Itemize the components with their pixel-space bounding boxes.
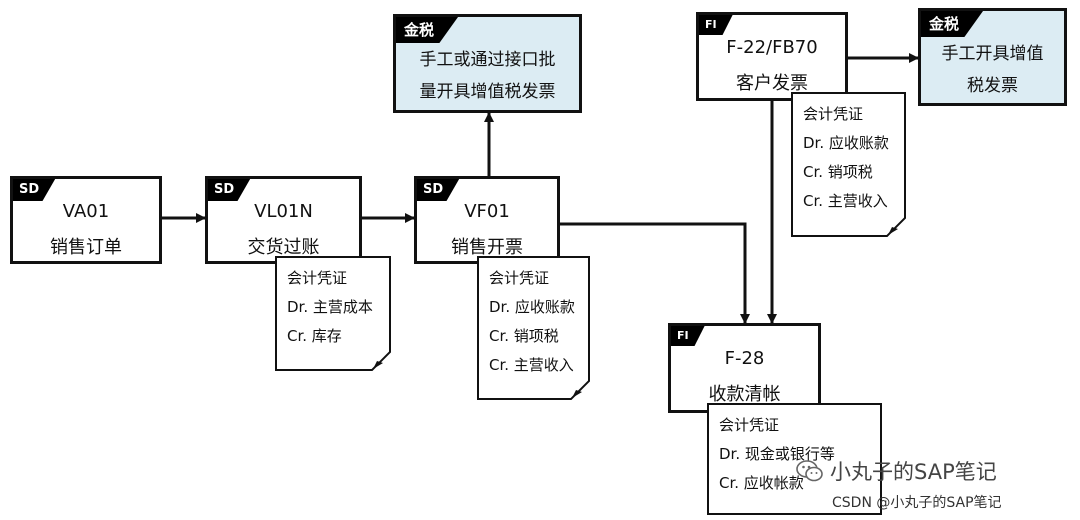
page-fold-icon — [570, 380, 590, 400]
module-tag-golden-tax: 金税 — [396, 17, 459, 43]
note-line: Dr. 主营成本 — [287, 298, 373, 316]
box-vl01n: SD VL01N 交货过账 — [205, 176, 362, 264]
watermark-account: 小丸子的SAP笔记 — [796, 456, 997, 486]
accounting-note-f28: 会计凭证 Dr. 现金或银行等 Cr. 应收帐款 — [707, 403, 882, 515]
note-line: Cr. 库存 — [287, 327, 342, 345]
transaction-code: F-28 — [724, 348, 765, 369]
transaction-name: 客户发票 — [736, 73, 808, 94]
note-line: Cr. 主营收入 — [489, 356, 574, 374]
accounting-note-f22: 会计凭证 Dr. 应收账款 Cr. 销项税 Cr. 主营收入 — [791, 92, 906, 237]
accounting-note-vf01: 会计凭证 Dr. 应收账款 Cr. 销项税 Cr. 主营收入 — [477, 256, 590, 400]
transaction-name: 收款清帐 — [708, 384, 781, 405]
note-line: Cr. 主营收入 — [803, 192, 888, 210]
module-tag-sd: SD — [417, 179, 460, 201]
box-f28: FI F-28 收款清帐 — [668, 323, 821, 413]
note-line: 会计凭证 — [287, 269, 348, 287]
note-line: 会计凭证 — [489, 269, 550, 287]
box-line-2: 量开具增值税发票 — [419, 82, 556, 102]
watermark-text: 小丸子的SAP笔记 — [830, 460, 997, 484]
module-tag-sd: SD — [13, 179, 56, 201]
arrow-vf01-to-f28 — [560, 222, 750, 324]
box-f22-fb70: FI F-22/FB70 客户发票 — [696, 12, 848, 101]
box-tax-batch-invoice: 金税 手工或通过接口批 量开具增值税发票 — [393, 14, 582, 113]
page-fold-icon — [371, 351, 391, 371]
box-va01: SD VA01 销售订单 — [10, 176, 162, 264]
box-line-2: 税发票 — [967, 76, 1018, 96]
note-line: Cr. 应收帐款 — [719, 474, 804, 492]
page-fold-icon — [886, 217, 906, 237]
transaction-code: VL01N — [254, 201, 313, 222]
transaction-code: F-22/FB70 — [726, 37, 818, 58]
module-tag-golden-tax: 金税 — [921, 11, 984, 37]
box-vf01: SD VF01 销售开票 — [414, 176, 560, 264]
transaction-name: 销售订单 — [50, 237, 122, 258]
note-line: Cr. 销项税 — [489, 327, 559, 345]
wechat-icon — [796, 460, 823, 482]
module-tag-sd: SD — [208, 179, 251, 201]
note-line: 会计凭证 — [719, 416, 780, 434]
note-line: Cr. 销项税 — [803, 163, 873, 181]
box-tax-manual-invoice: 金税 手工开具增值 税发票 — [918, 8, 1067, 106]
accounting-note-vl01n: 会计凭证 Dr. 主营成本 Cr. 库存 — [275, 256, 391, 371]
note-line: Dr. 现金或银行等 — [719, 445, 835, 463]
box-line-1: 手工或通过接口批 — [419, 50, 556, 70]
transaction-name: 销售开票 — [451, 237, 523, 258]
note-line: Dr. 应收账款 — [489, 298, 575, 316]
box-line-1: 手工开具增值 — [941, 44, 1044, 64]
module-tag-fi: FI — [671, 326, 705, 346]
note-line: Dr. 应收账款 — [803, 134, 889, 152]
transaction-name: 交货过账 — [247, 237, 320, 258]
note-line: 会计凭证 — [803, 105, 864, 123]
watermark-csdn: CSDN @小丸子的SAP笔记 — [832, 495, 1002, 511]
transaction-code: VF01 — [464, 201, 510, 222]
module-tag-fi: FI — [699, 15, 733, 35]
transaction-code: VA01 — [62, 201, 110, 222]
